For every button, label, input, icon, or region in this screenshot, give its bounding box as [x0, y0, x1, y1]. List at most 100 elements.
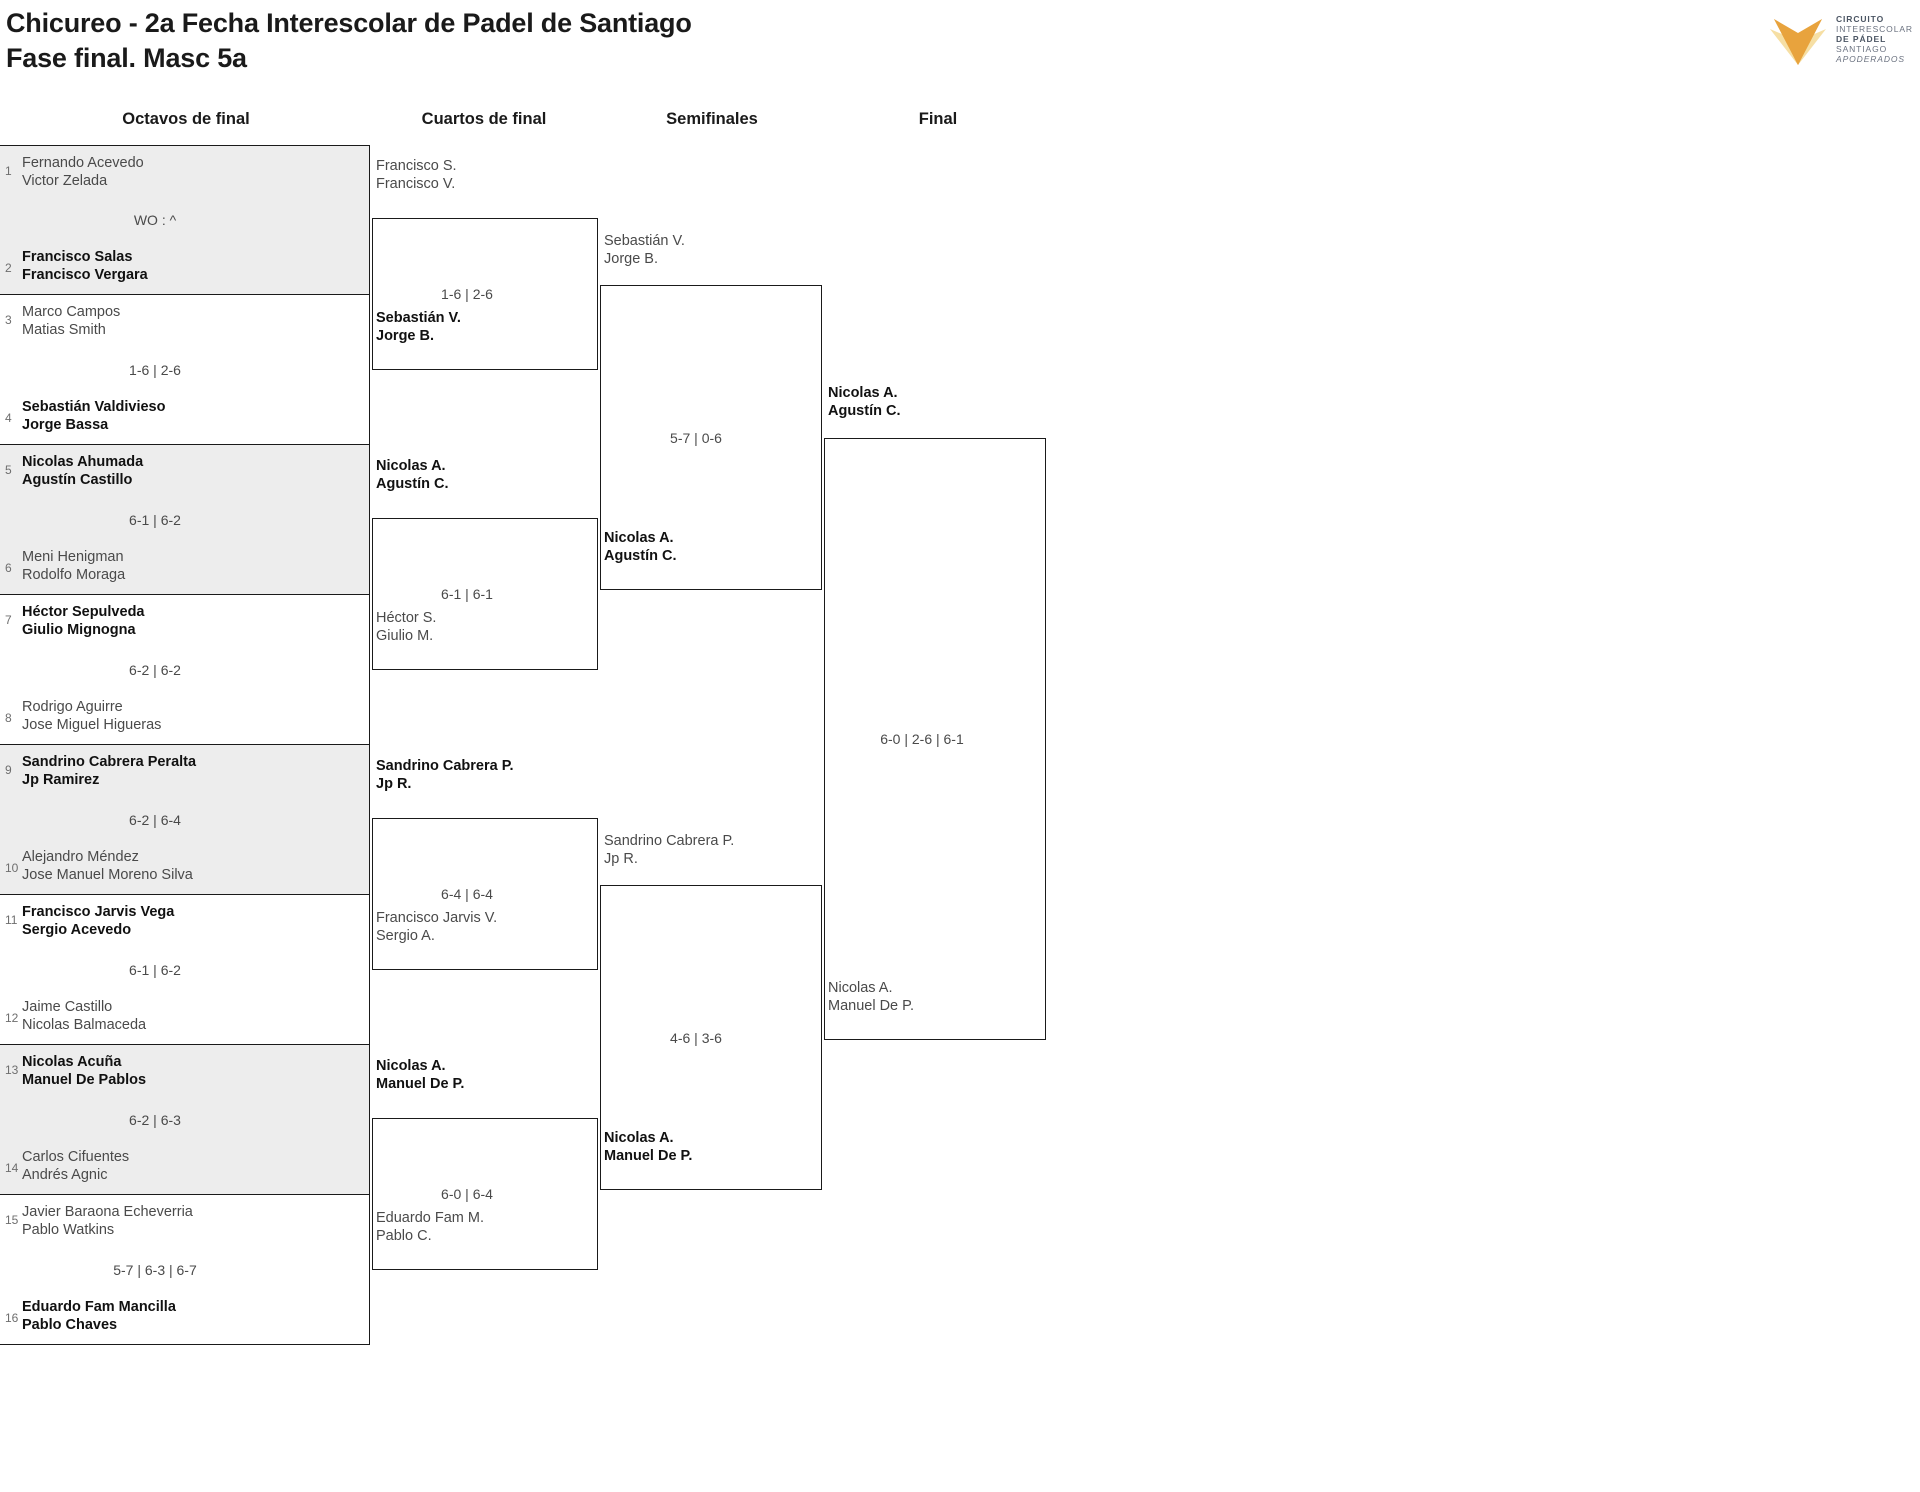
r1-m4-bottom-team[interactable]: 8 Rodrigo Aguirre Jose Miguel Higueras [0, 699, 370, 735]
seed-number: 10 [5, 861, 19, 876]
r3-match-2[interactable]: 4-6 | 3-6 [600, 885, 822, 1190]
r2-m4-top-team[interactable]: Nicolas A. Manuel De P. [376, 1058, 464, 1094]
player-name: Sergio Acevedo [22, 921, 132, 938]
player-name: Alejandro Méndez [22, 849, 139, 866]
r2-m2-top-team[interactable]: Nicolas A. Agustín C. [376, 458, 449, 494]
r1-m3-score: 6-1 | 6-2 [129, 511, 181, 528]
r1-m1-top-team[interactable]: 1 Fernando Acevedo Victor Zelada [0, 155, 370, 191]
player-name: Jose Manuel Moreno Silva [22, 867, 193, 884]
player-name: Andrés Agnic [22, 1167, 108, 1184]
r1-match-7[interactable]: 13 Nicolas Acuña Manuel De Pablos 6-2 | … [0, 1045, 370, 1195]
player-name: Nicolas A. [828, 385, 898, 401]
r1-match-3[interactable]: 5 Nicolas Ahumada Agustín Castillo 6-1 |… [0, 445, 370, 595]
r3-m1-top-team[interactable]: Sebastián V. Jorge B. [604, 233, 685, 269]
round-header-cuartos: Cuartos de final [421, 110, 547, 128]
r1-m5-score: 6-2 | 6-4 [129, 811, 181, 828]
r1-m5-top-team[interactable]: 9 Sandrino Cabrera Peralta Jp Ramirez [0, 754, 370, 790]
r1-match-4[interactable]: 7 Héctor Sepulveda Giulio Mignogna 6-2 |… [0, 595, 370, 745]
r1-m3-bottom-team[interactable]: 6 Meni Henigman Rodolfo Moraga [0, 549, 370, 585]
player-name: Jaime Castillo [22, 999, 113, 1016]
player-name: Giulio M. [376, 627, 434, 644]
player-name: Sebastián V. [376, 310, 461, 326]
player-name: Manuel De Pablos [22, 1071, 147, 1088]
player-name: Jp R. [376, 775, 412, 792]
r1-m5-bottom-team[interactable]: 10 Alejandro Méndez Jose Manuel Moreno S… [0, 849, 370, 885]
seed-number: 15 [5, 1213, 19, 1227]
r1-m8-score: 5-7 | 6-3 | 6-7 [113, 1261, 197, 1278]
r2-m3-top-team[interactable]: Sandrino Cabrera P. Jp R. [376, 758, 514, 794]
r1-m6-bottom-team[interactable]: 12 Jaime Castillo Nicolas Balmaceda [0, 999, 370, 1035]
player-name: Francisco S. [376, 158, 457, 174]
r3-m2-top-team[interactable]: Sandrino Cabrera P. Jp R. [604, 833, 734, 869]
r2-match-2[interactable]: 6-1 | 6-1 [372, 518, 598, 670]
player-name: Sandrino Cabrera P. [376, 758, 514, 774]
r1-match-8[interactable]: 15 Javier Baraona Echeverria Pablo Watki… [0, 1195, 370, 1345]
player-name: Pablo Watkins [22, 1221, 115, 1238]
player-name: Victor Zelada [22, 172, 108, 189]
logo-line-1: CIRCUITO [1836, 13, 1885, 24]
title-line-2: Fase final. Masc 5a [6, 42, 247, 73]
r1-m2-bottom-team[interactable]: 4 Sebastián Valdivieso Jorge Bassa [0, 399, 370, 435]
r1-match-2[interactable]: 3 Marco Campos Matias Smith 1-6 | 2-6 4 … [0, 295, 370, 445]
r3-m1-bottom-team[interactable]: Nicolas A. Agustín C. [604, 530, 677, 566]
player-name: Sandrino Cabrera Peralta [22, 754, 197, 770]
tournament-logo: CIRCUITO INTERESCOLAR DE PÁDEL SANTIAGO … [1768, 8, 1918, 70]
player-name: Héctor S. [376, 610, 437, 626]
title-line-1: Chicureo - 2a Fecha Interescolar de Pade… [6, 8, 692, 38]
r3-match-1[interactable]: 5-7 | 0-6 [600, 285, 822, 590]
page-title: Chicureo - 2a Fecha Interescolar de Pade… [6, 6, 692, 75]
r4-bottom-team[interactable]: Nicolas A. Manuel De P. [828, 980, 914, 1016]
seed-number: 7 [5, 613, 12, 627]
player-name: Manuel De P. [828, 997, 914, 1014]
player-name: Agustín C. [376, 475, 449, 492]
player-name: Javier Baraona Echeverria [22, 1204, 193, 1220]
player-name: Rodolfo Moraga [22, 567, 126, 584]
r2-m4-score: 6-0 | 6-4 [441, 1186, 493, 1202]
r2-m4-bottom-team[interactable]: Eduardo Fam M. Pablo C. [376, 1210, 484, 1246]
r1-match-1[interactable]: 1 Fernando Acevedo Victor Zelada WO : ^ … [0, 145, 370, 295]
seed-number: 9 [5, 763, 12, 777]
r2-match-3[interactable]: 6-4 | 6-4 [372, 818, 598, 970]
r3-m1-score: 5-7 | 0-6 [670, 429, 722, 446]
r1-m4-score: 6-2 | 6-2 [129, 661, 181, 678]
final-match[interactable]: 6-0 | 2-6 | 6-1 [824, 438, 1046, 1040]
seed-number: 3 [5, 313, 12, 327]
r2-m1-top-team[interactable]: Francisco S. Francisco V. [376, 158, 457, 194]
r1-m2-top-team[interactable]: 3 Marco Campos Matias Smith [0, 304, 370, 340]
player-name: Nicolas Ahumada [22, 454, 144, 470]
player-name: Francisco V. [376, 175, 456, 192]
seed-number: 4 [5, 411, 12, 426]
logo-line-4: SANTIAGO [1836, 44, 1888, 54]
player-name: Francisco Jarvis Vega [22, 904, 175, 920]
player-name: Fernando Acevedo [22, 155, 144, 171]
r1-match-5[interactable]: 9 Sandrino Cabrera Peralta Jp Ramirez 6-… [0, 745, 370, 895]
r1-m4-top-team[interactable]: 7 Héctor Sepulveda Giulio Mignogna [0, 604, 370, 640]
r1-m7-top-team[interactable]: 13 Nicolas Acuña Manuel De Pablos [0, 1054, 370, 1090]
player-name: Manuel De P. [376, 1075, 465, 1092]
r3-m2-bottom-team[interactable]: Nicolas A. Manuel De P. [604, 1130, 692, 1166]
r4-top-team[interactable]: Nicolas A. Agustín C. [828, 385, 901, 421]
round-header-semifinales: Semifinales [666, 110, 758, 128]
r2-m1-bottom-team[interactable]: Sebastián V. Jorge B. [376, 310, 461, 346]
player-name: Francisco Jarvis V. [376, 910, 498, 926]
r2-match-1[interactable]: 1-6 | 2-6 [372, 218, 598, 370]
player-name: Manuel De P. [604, 1147, 693, 1164]
r2-m3-score: 6-4 | 6-4 [441, 886, 493, 902]
r1-m6-top-team[interactable]: 11 Francisco Jarvis Vega Sergio Acevedo [0, 904, 370, 940]
r1-m7-bottom-team[interactable]: 14 Carlos Cifuentes Andrés Agnic [0, 1149, 370, 1185]
r1-m8-top-team[interactable]: 15 Javier Baraona Echeverria Pablo Watki… [0, 1204, 370, 1240]
r2-match-4[interactable]: 6-0 | 6-4 [372, 1118, 598, 1270]
player-name: Jp R. [604, 850, 638, 867]
seed-number: 5 [5, 463, 12, 477]
r1-m8-bottom-team[interactable]: 16 Eduardo Fam Mancilla Pablo Chaves [0, 1299, 370, 1335]
r1-m1-bottom-team[interactable]: 2 Francisco Salas Francisco Vergara [0, 249, 370, 285]
player-name: Pablo Chaves [22, 1317, 118, 1334]
r2-m2-bottom-team[interactable]: Héctor S. Giulio M. [376, 610, 436, 646]
player-name: Héctor Sepulveda [22, 604, 145, 620]
player-name: Nicolas A. [828, 980, 893, 996]
r2-m3-bottom-team[interactable]: Francisco Jarvis V. Sergio A. [376, 910, 497, 946]
logo-line-5: APODERADOS [1836, 54, 1905, 65]
r1-match-6[interactable]: 11 Francisco Jarvis Vega Sergio Acevedo … [0, 895, 370, 1045]
r1-m3-top-team[interactable]: 5 Nicolas Ahumada Agustín Castillo [0, 454, 370, 490]
